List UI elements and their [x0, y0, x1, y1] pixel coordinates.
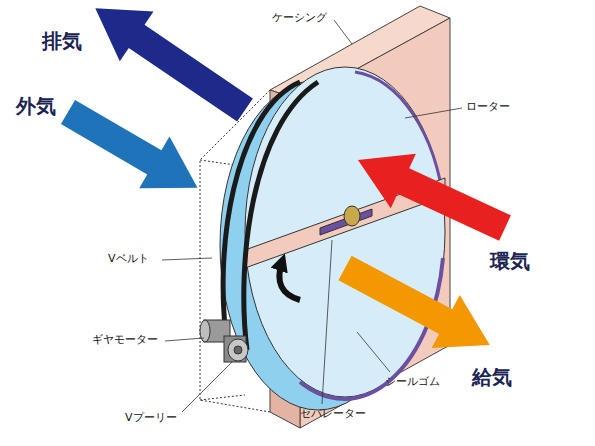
part-label: ギヤモーター [92, 334, 158, 347]
part-label: ローター [466, 101, 510, 114]
airflow-label: 環気 [490, 250, 530, 273]
airflow-label: 外気 [16, 95, 56, 118]
part-label: シールゴム [385, 376, 440, 389]
rotation-arrow [279, 262, 300, 300]
supply-air-arrow [331, 242, 504, 372]
outdoor-air-arrow [53, 86, 213, 213]
part-label: セパレーター [300, 408, 366, 421]
part-label: ケーシング [272, 12, 327, 25]
part-label: Vプーリー [125, 412, 177, 425]
v-belt [223, 82, 318, 350]
part-label: Vベルト [108, 253, 149, 266]
gear-motor [200, 320, 248, 362]
airflow-label: 給気 [472, 366, 512, 389]
return-air-arrow [345, 133, 517, 255]
exhaust-arrow [78, 0, 261, 135]
airflow-label: 排気 [42, 30, 82, 53]
leader-line [162, 20, 462, 412]
